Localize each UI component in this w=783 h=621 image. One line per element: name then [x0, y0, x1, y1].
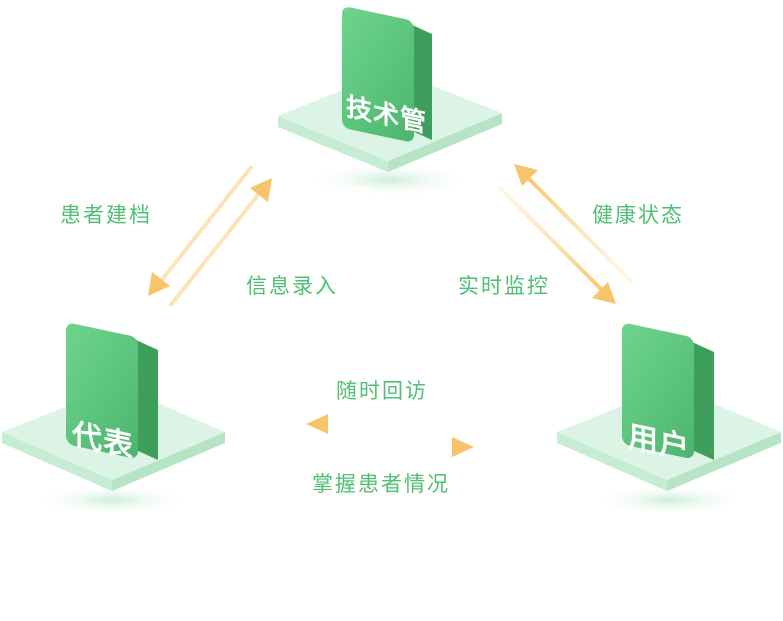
node-right-block-side — [692, 342, 714, 460]
arrow-top-to-right — [496, 184, 616, 304]
node-top-block-side — [410, 24, 432, 140]
node-left-label: 代表 平台 — [72, 340, 134, 619]
node-top-label: 技术管 理平台 — [346, 32, 428, 256]
node-right-platform-side — [557, 432, 667, 491]
arrow-right-to-top — [514, 164, 634, 284]
arrow-left-to-right — [306, 437, 474, 457]
node-left-block — [66, 323, 138, 458]
node-left-label-line1: 代表 — [72, 417, 134, 466]
edge-label-bottom-bottom: 掌握患者情况 — [312, 472, 450, 496]
node-top-shadow — [305, 162, 475, 198]
edge-label-left-outer: 患者建档 — [60, 203, 152, 227]
node-top-label-line2: 理平台 — [346, 182, 428, 230]
node-right-block — [622, 323, 694, 458]
node-top-label-line1: 技术管 — [346, 92, 428, 140]
edge-label-right-inner: 实时监控 — [458, 274, 550, 298]
arrow-right-to-left — [306, 414, 472, 434]
node-top-platform-side-right — [388, 113, 502, 172]
node-left-platform-side — [2, 432, 112, 491]
node-left — [2, 323, 225, 516]
node-right-shadow — [590, 484, 750, 516]
arrow-top-to-left — [148, 164, 254, 296]
node-left-shadow — [32, 484, 192, 516]
node-left-label-line2: 平台 — [72, 531, 134, 580]
node-right-label: 用户 平台 — [628, 342, 690, 621]
node-top — [278, 7, 502, 198]
edge-label-left-inner: 信息录入 — [246, 274, 338, 298]
arrow-left-to-top — [168, 178, 272, 308]
node-top-block — [342, 7, 414, 142]
node-left-block-side — [136, 340, 158, 460]
diagram-canvas — [2, 7, 781, 516]
node-right — [557, 323, 781, 516]
node-left-platform-side-right — [112, 432, 225, 491]
node-right-label-line1: 用户 — [628, 419, 690, 468]
node-top-platform-side — [278, 116, 388, 172]
node-right-platform-side-right — [667, 432, 781, 491]
edge-label-bottom-top: 随时回访 — [336, 379, 428, 403]
edge-label-right-outer: 健康状态 — [592, 203, 684, 227]
